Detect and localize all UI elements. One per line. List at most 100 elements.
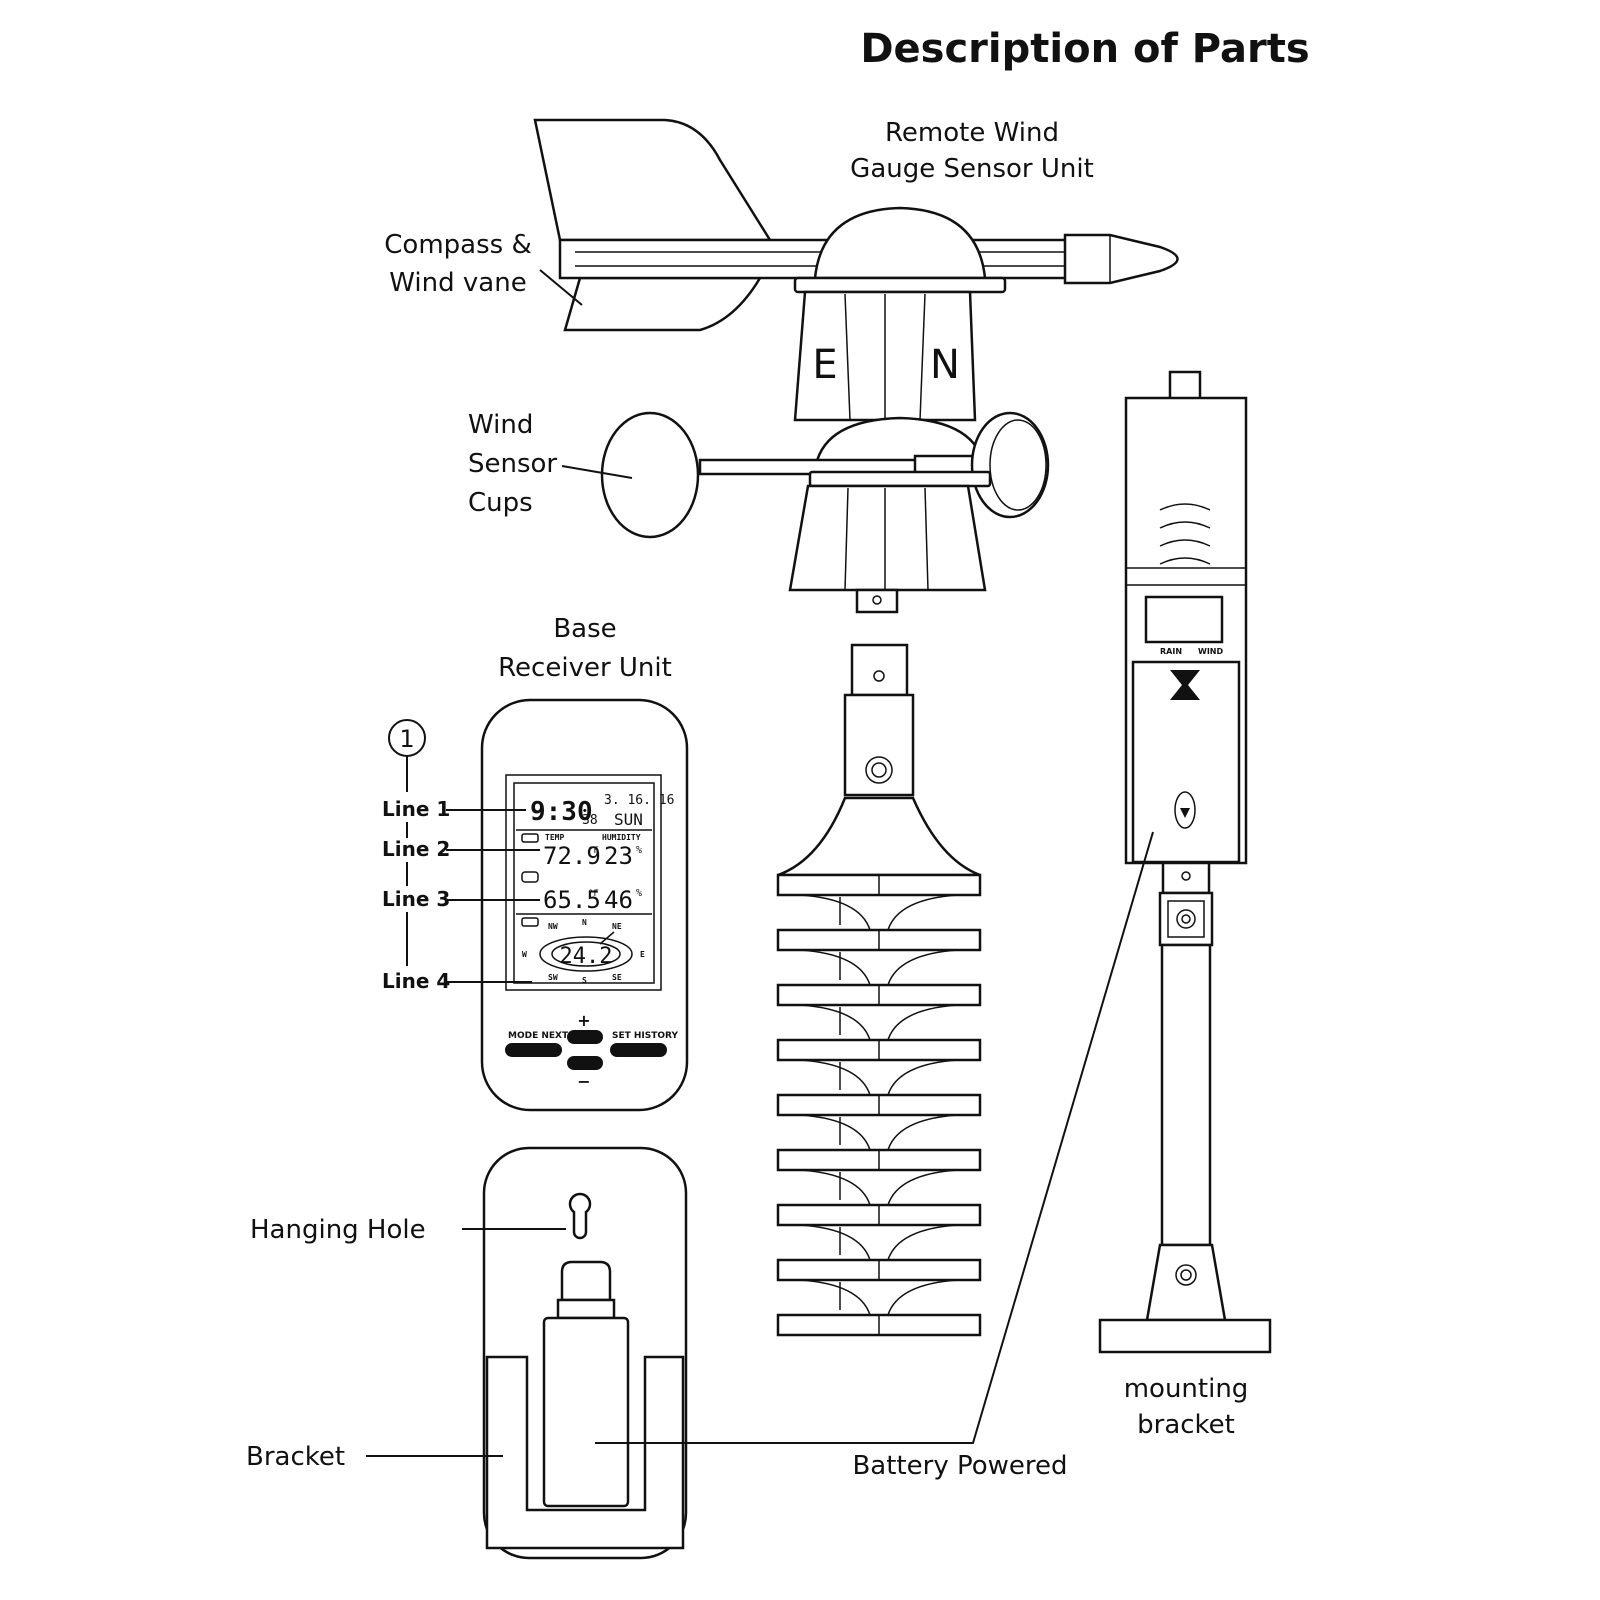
compass-leader xyxy=(539,269,583,306)
remote-sensor-label-1: Remote Wind xyxy=(885,118,1059,148)
receiver-body xyxy=(480,698,689,1112)
set-history-button[interactable] xyxy=(610,1043,667,1057)
mode-next-button[interactable] xyxy=(505,1043,562,1057)
lcd-wind-speed: 24.2 xyxy=(560,944,613,969)
lcd-indoor-temp: 72.9 xyxy=(543,842,601,870)
base-label-1: Base xyxy=(553,614,616,644)
lcd-indoor-humidity-unit: % xyxy=(636,845,642,856)
lcd-compass-s: S xyxy=(582,976,587,985)
hanging-hole xyxy=(568,1192,592,1240)
cups-housing xyxy=(788,484,987,592)
lcd-compass-sw: SW xyxy=(548,973,558,982)
vane-north-mark: N xyxy=(930,342,960,388)
lcd-compass-ring xyxy=(539,936,633,972)
wind-gauge-sensor: E N xyxy=(533,118,1179,614)
wind-vane-lower-fin xyxy=(563,276,763,332)
lcd-day: SUN xyxy=(614,810,643,829)
plus-label: + xyxy=(577,1011,590,1030)
line-3-label: Line 3 xyxy=(382,887,450,911)
radiation-shield xyxy=(776,643,982,1337)
callout-number: 1 xyxy=(399,725,414,753)
shield-plate-skirt xyxy=(799,1169,959,1206)
pole-latch-icon xyxy=(1170,670,1200,700)
base-receiver-unit: 9:30 38 3. 16. 16 SUN TEMP HUMIDITY 72.9… xyxy=(480,698,689,1112)
cups-leader xyxy=(561,465,633,479)
sensor-pole-unit: RAIN WIND xyxy=(1098,370,1272,1354)
lcd-humidity-label: HUMIDITY xyxy=(602,833,641,842)
lcd-date: 3. 16. 16 xyxy=(604,793,674,808)
shield-plate-skirt xyxy=(799,1004,959,1041)
pole-display-window xyxy=(1144,595,1224,644)
battery-powered-label: Battery Powered xyxy=(852,1451,1067,1481)
lcd-seconds: 38 xyxy=(582,813,598,828)
lcd-compass-n: N xyxy=(582,918,587,927)
plus-button[interactable] xyxy=(567,1030,603,1044)
cups-label-3: Cups xyxy=(468,488,533,518)
shield-cap xyxy=(777,796,981,877)
shield-top-tab xyxy=(850,643,909,697)
minus-label: − xyxy=(577,1072,590,1091)
vane-nose xyxy=(1063,233,1179,285)
shield-plate-skirt xyxy=(799,949,959,986)
pole-shaft xyxy=(1160,943,1212,1247)
battery-powered-leader xyxy=(595,831,1154,1444)
pole-base xyxy=(1145,1243,1227,1322)
shield-neck xyxy=(843,693,915,797)
mode-next-label: MODE NEXT xyxy=(508,1031,569,1041)
indoor-icon xyxy=(521,833,539,843)
shield-plate-skirt xyxy=(799,1279,959,1316)
pole-wind-label: WIND xyxy=(1198,647,1223,656)
lcd-compass-nw: NW xyxy=(548,922,558,931)
pole-cover-latch xyxy=(1174,791,1196,829)
vane-east-mark: E xyxy=(812,342,837,388)
bracket-clip xyxy=(485,1355,685,1550)
pole-vent-slots xyxy=(1159,503,1211,565)
remote-sensor-label-2: Gauge Sensor Unit xyxy=(850,154,1094,184)
shield-plate-skirt xyxy=(799,894,959,931)
lcd-temp-label: TEMP xyxy=(545,833,564,842)
compass-label-1: Compass & xyxy=(384,230,531,260)
wind-cup-left xyxy=(600,411,700,539)
lcd-outdoor-humidity-unit: % xyxy=(636,888,642,899)
bracket-label: Bracket xyxy=(246,1442,345,1472)
wind-cup-right xyxy=(970,411,1050,519)
bracket-battery-slot xyxy=(542,1316,630,1508)
mounting-label-2: bracket xyxy=(1137,1410,1235,1440)
lcd-compass-se: SE xyxy=(612,973,622,982)
lcd-compass-e: E xyxy=(640,950,645,959)
lcd-wind-arrow xyxy=(599,931,615,945)
compass-label-2: Wind vane xyxy=(389,268,526,298)
page-title: Description of Parts xyxy=(860,26,1309,72)
line-2-label: Line 2 xyxy=(382,837,450,861)
lcd-compass-w: W xyxy=(522,950,527,959)
line-4-label: Line 4 xyxy=(382,969,450,993)
lcd-bezel xyxy=(505,774,662,991)
outdoor-icon xyxy=(521,871,539,883)
pole-top-connector xyxy=(1168,370,1202,402)
mounting-label-1: mounting xyxy=(1124,1374,1249,1404)
lcd-time: 9:30 xyxy=(530,797,593,827)
hanging-hole-label: Hanging Hole xyxy=(250,1215,426,1245)
lcd-screen xyxy=(513,782,655,984)
sensor-dome xyxy=(813,206,987,280)
line-1-label: Line 1 xyxy=(382,797,450,821)
battery-cover xyxy=(1131,660,1241,864)
wind-icon xyxy=(521,917,539,927)
set-history-label: SET HISTORY xyxy=(612,1031,678,1041)
mounting-bracket xyxy=(1098,1318,1272,1354)
minus-button[interactable] xyxy=(567,1056,603,1070)
shield-plate-skirt xyxy=(799,1224,959,1261)
pole-rain-label: RAIN xyxy=(1160,647,1182,656)
wind-vane-fin xyxy=(533,118,773,242)
receiver-bracket xyxy=(482,1146,688,1560)
lcd-outdoor-humidity: 46 xyxy=(604,886,633,914)
lcd-compass-ne: NE xyxy=(612,922,622,931)
lcd-outdoor-temp-unit: °F xyxy=(588,889,599,899)
cups-label-2: Sensor xyxy=(468,449,557,479)
cups-label-1: Wind xyxy=(468,410,533,440)
base-label-2: Receiver Unit xyxy=(498,653,672,683)
shield-plate-skirt xyxy=(799,1059,959,1096)
lcd-indoor-temp-unit: °F xyxy=(588,846,599,856)
lcd-indoor-humidity: 23 xyxy=(604,842,633,870)
